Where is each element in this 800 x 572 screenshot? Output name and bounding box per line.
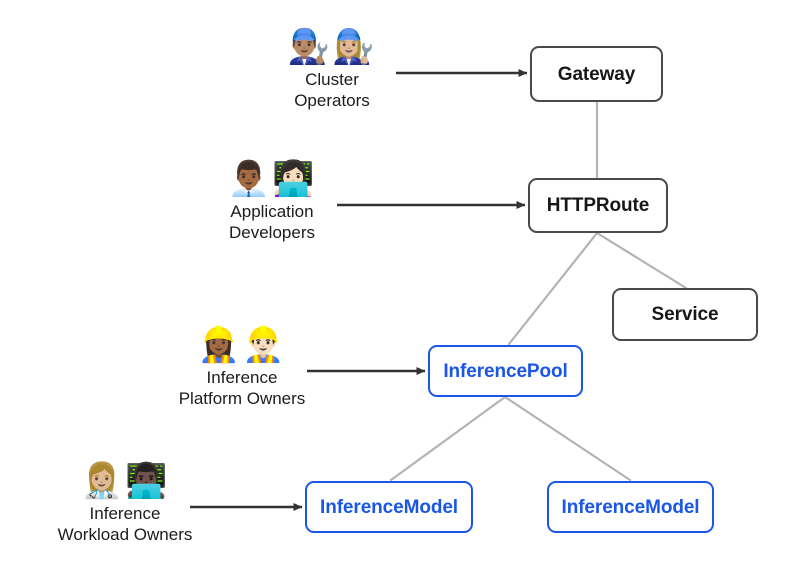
node-gateway-label: Gateway: [557, 63, 636, 85]
edge-inferencepool-inferencemodel-right: [503, 395, 632, 482]
persona-icons-application-developers: 👨🏾‍💼👩🏻‍💻: [227, 159, 317, 199]
persona-label-cluster-operators: Cluster Operators: [294, 70, 370, 110]
persona-application-developers: 👨🏾‍💼👩🏻‍💻 Application Developers: [157, 160, 387, 243]
node-httproute-label: HTTPRoute: [546, 195, 650, 216]
node-gateway[interactable]: Gateway: [530, 46, 663, 102]
persona-label-application-developers: Application Developers: [229, 202, 315, 242]
node-inferencemodel-right-label: InferenceModel: [561, 496, 700, 518]
edge-httproute-inferencepool: [507, 231, 599, 346]
node-inferencepool[interactable]: InferencePool: [428, 345, 583, 397]
node-inferencemodel-right[interactable]: InferenceModel: [547, 481, 714, 533]
edge-httproute-service: [595, 231, 688, 290]
persona-icons-inference-workload-owners: 👩🏼‍⚕️👨🏿‍💻: [80, 461, 170, 501]
persona-icons-cluster-operators: 👨🏽‍🔧👩🏼‍🔧: [287, 27, 377, 67]
persona-inference-workload-owners: 👩🏼‍⚕️👨🏿‍💻 Inference Workload Owners: [10, 462, 240, 545]
node-inferencepool-label: InferencePool: [443, 360, 568, 382]
persona-icons-inference-platform-owners: 👷🏾‍♀️👷🏻‍♂️: [197, 325, 287, 365]
node-inferencemodel-left-label: InferenceModel: [320, 496, 458, 518]
edge-inferencepool-inferencemodel-left: [389, 395, 507, 482]
persona-cluster-operators: 👨🏽‍🔧👩🏼‍🔧 Cluster Operators: [217, 28, 447, 111]
node-service[interactable]: Service: [612, 288, 758, 341]
persona-inference-platform-owners: 👷🏾‍♀️👷🏻‍♂️ Inference Platform Owners: [127, 326, 357, 409]
node-service-label: Service: [651, 304, 719, 325]
node-inferencemodel-left[interactable]: InferenceModel: [305, 481, 473, 533]
persona-label-inference-platform-owners: Inference Platform Owners: [178, 368, 306, 408]
node-httproute[interactable]: HTTPRoute: [528, 178, 668, 233]
persona-label-inference-workload-owners: Inference Workload Owners: [57, 504, 193, 544]
